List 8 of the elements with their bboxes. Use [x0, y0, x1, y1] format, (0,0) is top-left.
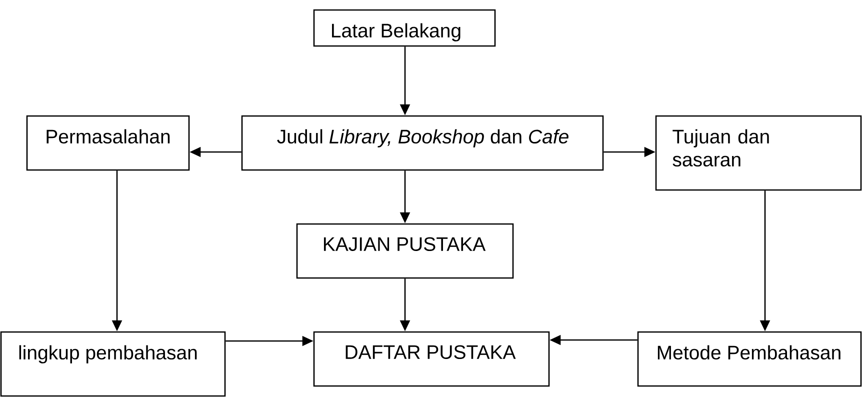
process-box: Latar Belakang [313, 9, 496, 47]
process-box: lingkup pembahasan [0, 331, 226, 397]
process-box: Metode Pembahasan [637, 331, 862, 387]
process-box: Tujuan dan sasaran [655, 115, 862, 191]
process-box: KAJIAN PUSTAKA [296, 223, 514, 279]
process-box: Judul Library, Bookshop dan Cafe [241, 115, 604, 171]
process-box: DAFTAR PUSTAKA [313, 331, 550, 387]
process-box: Permasalahan [26, 115, 190, 171]
